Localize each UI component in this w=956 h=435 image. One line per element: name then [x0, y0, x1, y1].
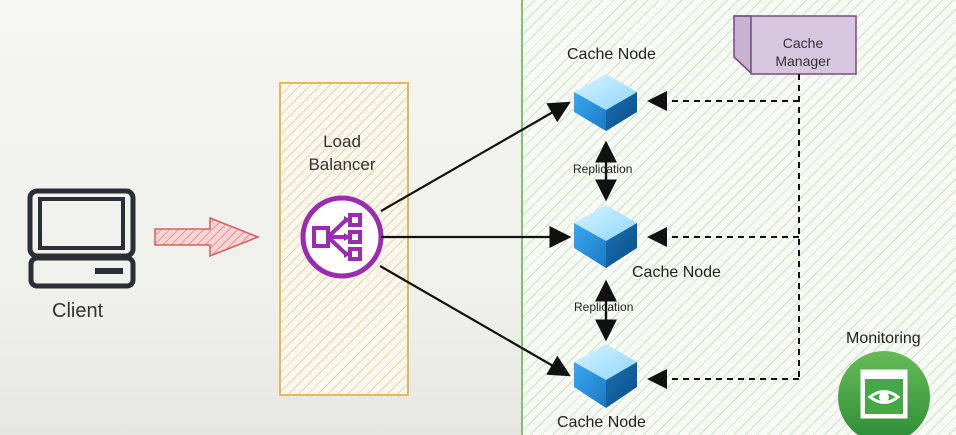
cache-node-label-bottom: Cache Node	[557, 414, 646, 431]
cache-manager-box	[733, 15, 857, 75]
replication-label-second: Replication	[574, 300, 634, 314]
cache-node-label-top: Cache Node	[567, 46, 656, 63]
cube-icon-top	[574, 74, 637, 131]
monitoring-icon	[838, 351, 930, 435]
load-balancer-label: Load Balancer	[302, 130, 382, 176]
cache-manager-line1: Cache	[782, 35, 824, 51]
load-balancer-line2: Balancer	[308, 155, 376, 174]
cube-icon-bottom	[574, 344, 637, 408]
load-balancer-line1: Load	[323, 132, 361, 151]
lb-to-node-arrows	[379, 101, 572, 377]
cache-node-label-middle: Cache Node	[632, 264, 721, 281]
request-arrow	[154, 216, 261, 258]
monitoring-label: Monitoring	[846, 330, 921, 347]
computer-icon	[27, 188, 136, 289]
manager-dashed-links	[647, 74, 800, 389]
replication-label-first: Replication	[573, 162, 633, 176]
cache-manager-line2: Manager	[775, 53, 831, 69]
client-label: Client	[52, 300, 104, 322]
cube-icon-middle	[574, 205, 637, 268]
cache-manager-label: Cache Manager	[752, 34, 854, 70]
load-balancer-icon	[300, 195, 384, 279]
